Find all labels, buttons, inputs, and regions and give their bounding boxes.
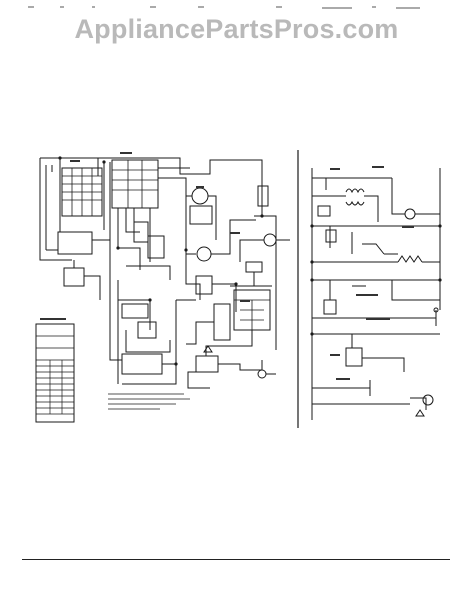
top-edge-marks [0, 0, 473, 9]
fan-motor-icon [191, 187, 209, 205]
bake-relay [121, 353, 163, 375]
timer-motor-icon [196, 246, 212, 262]
heating-element-icon [397, 255, 423, 263]
clock-icon [404, 208, 416, 220]
top-edge-marks-svg [28, 6, 420, 9]
bottom-rule [22, 559, 450, 560]
lower-left-switch [57, 231, 93, 255]
oven-lamp-icon [263, 233, 277, 247]
motor-icon [422, 394, 434, 406]
control-terminal-block [111, 159, 159, 209]
transformer-icon [345, 188, 365, 206]
parts-legend-table [35, 323, 75, 423]
watermark: AppliancePartsPros.com [74, 14, 399, 44]
harness-loop [39, 157, 99, 261]
